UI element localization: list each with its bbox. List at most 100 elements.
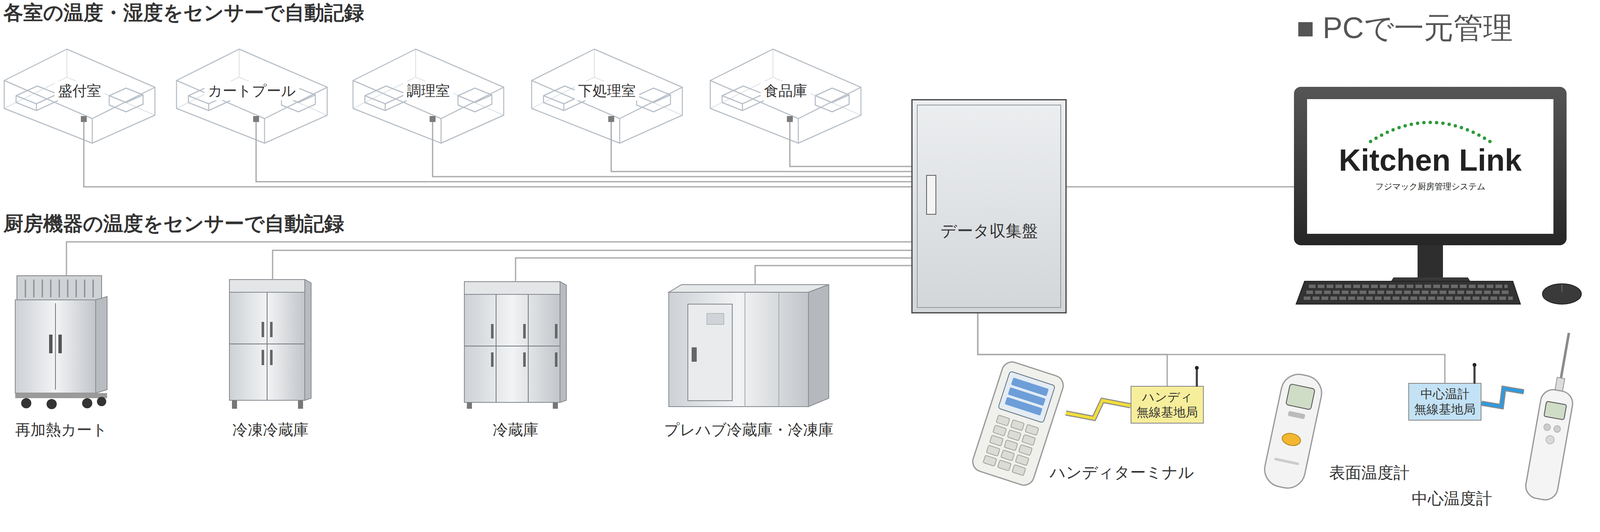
handheld-terminal-drawing-part-part (986, 444, 1000, 456)
wire-connector (977, 313, 1168, 386)
reheat-cart-drawing-part-part (67, 279, 69, 298)
surface-thermometer-drawing (1261, 370, 1325, 492)
fridge-freezer-drawing-part (231, 400, 238, 409)
reheat-cart-drawing-part (25, 279, 94, 298)
reheat-cart-drawing-part (49, 334, 53, 354)
reheat-cart-drawing-part-part (75, 279, 78, 298)
handheld-terminal-drawing-part-part (997, 459, 1012, 471)
core-thermometer-drawing (1523, 329, 1585, 502)
room-drawings (4, 49, 861, 144)
reheat-cart-drawing-part (55, 303, 56, 390)
handheld-terminal-drawing-part (983, 414, 1040, 476)
wireless-bolt (1065, 400, 1131, 418)
refrigerator-drawing-part (527, 294, 529, 403)
wire-connector (83, 143, 912, 187)
wire-line (66, 241, 912, 276)
antenna-tip (1472, 362, 1477, 367)
pc-stand-keyboard-part-part (1306, 290, 1511, 294)
reheat-cart-drawing-part (46, 398, 57, 409)
antenna (1473, 364, 1476, 384)
handheld-terminal-drawing-part-part (1000, 449, 1015, 461)
logo-subtitle: フジマック厨房管理システム (1307, 181, 1554, 192)
handheld-device: 表面温度計 (1261, 370, 1325, 492)
data-panel: データ収集盤 (911, 99, 1067, 314)
reheat-cart-drawing-part (16, 275, 102, 301)
handheld-terminal-drawing-part (998, 370, 1056, 423)
surface-thermometer-drawing-part (1261, 370, 1325, 492)
handheld-terminal-drawing-part-part (1025, 424, 1039, 436)
handheld-terminal-drawing-part-part (995, 414, 1010, 426)
reheat-cart-drawing-part (95, 296, 108, 393)
pc-screen: Kitchen Link フジマック厨房管理システム (1307, 99, 1554, 234)
refrigerator-drawing-part (464, 345, 560, 347)
surface-thermometer-drawing-part (1287, 410, 1306, 420)
core-thermometer-drawing-part (1523, 387, 1575, 502)
refrigerator-drawing-part (523, 323, 526, 339)
antenna (1195, 366, 1198, 387)
panel-label: データ収集盤 (912, 221, 1066, 241)
wire-connector (432, 143, 912, 177)
refrigerator-drawing-part (560, 281, 567, 403)
pc-stand-keyboard-part (1303, 286, 1513, 298)
fridge-freezer-drawing-part (229, 343, 305, 345)
fridge-freezer-drawing-part (270, 321, 273, 337)
wireless-link (1065, 400, 1131, 418)
walk-in-cooler-drawing-part (668, 292, 809, 407)
handheld-terminal-drawing-part-part (1007, 429, 1021, 441)
room-label: 盛付室 (54, 81, 105, 101)
wire-line (432, 143, 912, 177)
fridge-freezer-drawing-part (304, 279, 312, 400)
equipment: 冷凍冷蔵庫 (229, 279, 312, 409)
room-label: カートプール (204, 81, 300, 101)
section-heading: 各室の温度・湿度をセンサーで自動記録 (3, 0, 365, 25)
refrigerator-drawing-part (552, 402, 558, 409)
wire-connector (1066, 186, 1294, 188)
core-thermometer-drawing-part (1553, 424, 1562, 433)
antenna-tip (1194, 365, 1199, 370)
core-thermometer-drawing-part (1544, 434, 1555, 445)
reheat-cart-drawing-part-part (50, 279, 52, 298)
wire-line (1066, 186, 1294, 188)
wireless-outline (1481, 388, 1524, 407)
walk-in-cooler-drawing-part (744, 292, 746, 407)
handheld-device: ハンディターミナル (970, 359, 1066, 489)
equipment-label: プレハブ冷蔵庫・冷凍庫 (664, 420, 834, 439)
device-label: ハンディターミナル (1049, 463, 1195, 482)
room-box: 調理室 (352, 45, 505, 144)
fridge-freezer-drawing-part (261, 349, 265, 365)
room-box: カートプール (175, 45, 329, 144)
reheat-cart-drawing-part-part (41, 279, 44, 298)
logo-title: Kitchen Link (1307, 144, 1554, 176)
walk-in-cooler-drawing-part (778, 292, 780, 407)
reheat-cart-drawing-part (15, 392, 108, 398)
handheld-terminal-drawing-part-part (1010, 419, 1025, 431)
pc-monitor: Kitchen Link フジマック厨房管理システム (1293, 86, 1567, 246)
fridge-freezer-drawing-part (261, 321, 265, 337)
refrigerator-drawing-part (523, 352, 526, 367)
section-heading: 厨房機器の温度をセンサーで自動記録 (3, 211, 345, 236)
room-box: 食品庫 (709, 45, 862, 144)
wire-line (611, 143, 912, 172)
reheat-cart-drawing-part (58, 334, 62, 354)
wire-line (755, 265, 912, 285)
pc-stand-keyboard-part (1542, 283, 1582, 304)
walk-in-cooler-drawing-part (691, 347, 697, 362)
walk-in-cooler-drawing-part (808, 284, 829, 407)
equipment: 再加熱カート (15, 275, 108, 409)
handheld-terminal-drawing-part-part (1012, 464, 1026, 476)
room-drawings-part (176, 49, 328, 144)
wireless-outline (1065, 400, 1131, 418)
core-thermometer-drawing-part (1543, 422, 1552, 431)
reheat-cart-drawing-part (21, 397, 32, 409)
fridge-freezer-drawing-part (270, 349, 273, 365)
handheld-terminal-drawing-part (1004, 396, 1043, 416)
base-station: 中心温計 無線基地局 (1408, 382, 1482, 421)
refrigerator-drawing-part (464, 281, 560, 295)
room-drawings-part (4, 49, 155, 144)
refrigerator-drawing (464, 281, 567, 409)
reheat-cart-drawing-part-part (33, 279, 35, 298)
pc-stand-keyboard (1296, 243, 1582, 304)
device-label: 中心温度計 (1411, 488, 1493, 509)
surface-thermometer-drawing-part (1280, 431, 1302, 447)
